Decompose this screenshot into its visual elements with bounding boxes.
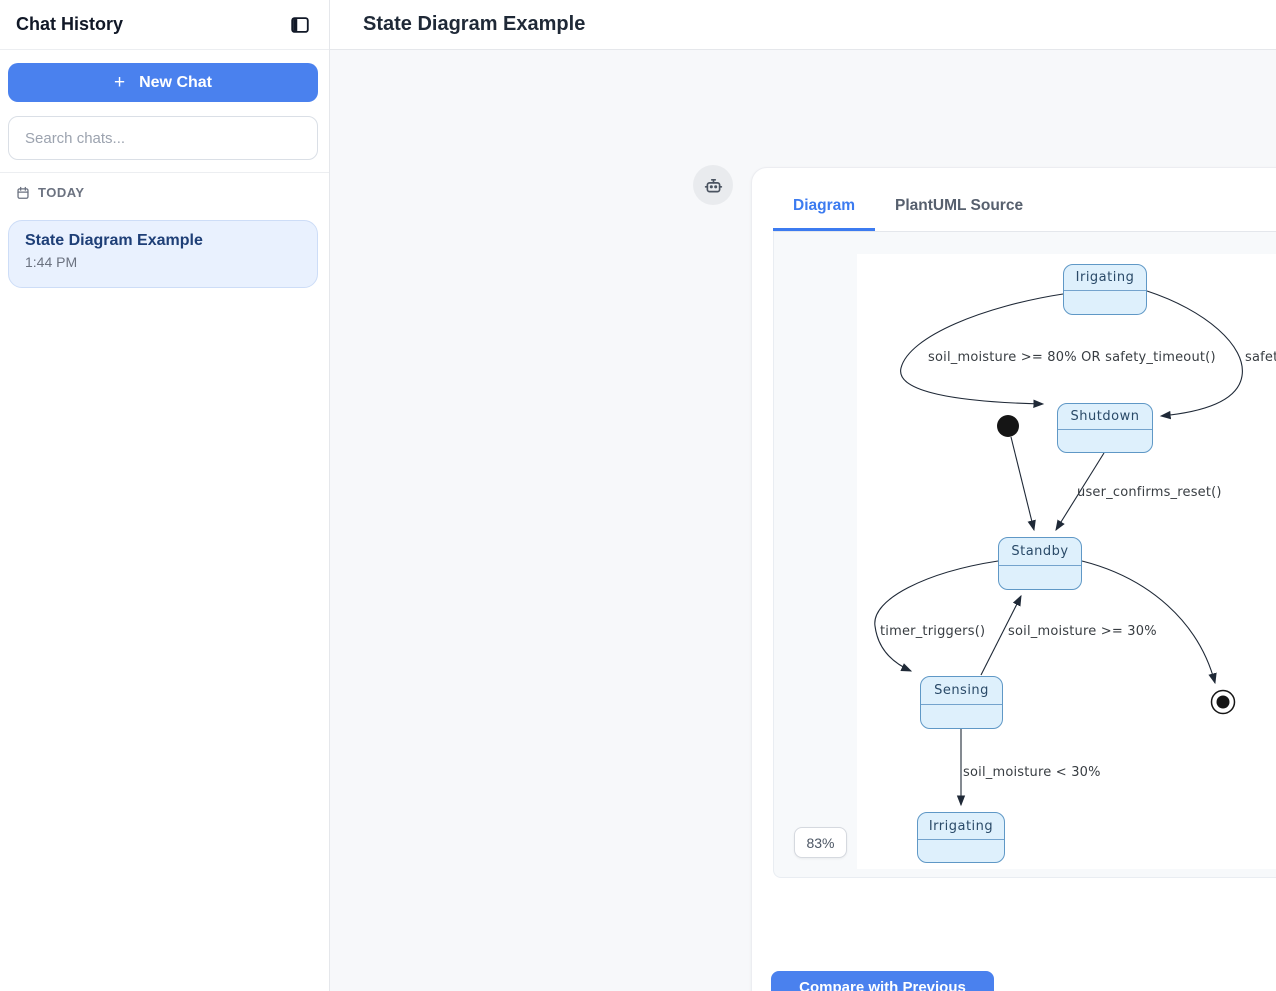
today-section-header: TODAY	[16, 185, 85, 200]
main-content: Diagram PlantUML Source	[330, 50, 1276, 991]
new-chat-label: New Chat	[139, 73, 212, 91]
message-card: Diagram PlantUML Source	[751, 167, 1276, 991]
chat-item-time: 1:44 PM	[25, 254, 78, 270]
sidebar-collapse-button[interactable]	[287, 12, 313, 38]
tab-diagram-label: Diagram	[793, 197, 856, 214]
state-label: Irrigating	[918, 813, 1004, 840]
tab-diagram[interactable]: Diagram	[773, 181, 875, 231]
tab-plantuml-source[interactable]: PlantUML Source	[875, 181, 1043, 231]
page-title: State Diagram Example	[363, 13, 586, 35]
chat-history-sidebar: Chat History + New Chat	[0, 0, 330, 991]
state-diagram-image: Irigating Shutdown Standby Sensing Irrig…	[857, 254, 1276, 869]
chat-list-item[interactable]: State Diagram Example 1:44 PM	[8, 220, 318, 288]
sidebar-title: Chat History	[16, 14, 124, 34]
panel-left-icon	[289, 14, 311, 36]
state-node-irigating: Irigating	[1063, 264, 1147, 315]
state-label: Shutdown	[1058, 404, 1152, 430]
zoom-level-badge: 83%	[794, 827, 847, 858]
today-label: TODAY	[38, 185, 85, 200]
assistant-avatar	[693, 165, 733, 205]
initial-state-dot	[997, 415, 1019, 437]
edge-label: safety_timeout() // Fallback timeout pro…	[1245, 350, 1276, 365]
viewer-tabs: Diagram PlantUML Source	[773, 181, 1276, 232]
tab-plantuml-source-label: PlantUML Source	[895, 197, 1024, 214]
edge-label: soil_moisture >= 80% OR safety_timeout()	[928, 350, 1216, 365]
state-node-sensing: Sensing	[920, 676, 1003, 729]
robot-icon	[703, 175, 724, 196]
state-node-shutdown: Shutdown	[1057, 403, 1153, 453]
diagram-panel: Irigating Shutdown Standby Sensing Irrig…	[773, 232, 1276, 878]
sidebar-divider	[0, 172, 329, 173]
sidebar-header: Chat History	[0, 0, 329, 50]
state-label: Standby	[999, 538, 1081, 566]
edge-label: timer_triggers()	[880, 624, 986, 639]
state-node-standby: Standby	[998, 537, 1082, 590]
state-label: Irigating	[1064, 265, 1146, 291]
new-chat-button[interactable]: + New Chat	[8, 63, 318, 102]
compare-with-previous-button[interactable]: Compare with Previous	[771, 971, 994, 991]
diagram-edges	[874, 290, 1243, 807]
chat-item-title: State Diagram Example	[25, 232, 203, 249]
state-node-irrigating: Irrigating	[917, 812, 1005, 863]
edge-label: user_confirms_reset()	[1077, 485, 1222, 500]
calendar-icon	[16, 186, 30, 200]
search-chats-input[interactable]	[8, 116, 318, 160]
plus-icon: +	[113, 71, 126, 93]
state-label: Sensing	[921, 677, 1002, 705]
edge-label: soil_moisture < 30%	[963, 765, 1101, 780]
edge-label: soil_moisture >= 30%	[1008, 624, 1157, 639]
final-state-node	[1210, 689, 1236, 715]
main-header: State Diagram Example	[330, 0, 1276, 50]
